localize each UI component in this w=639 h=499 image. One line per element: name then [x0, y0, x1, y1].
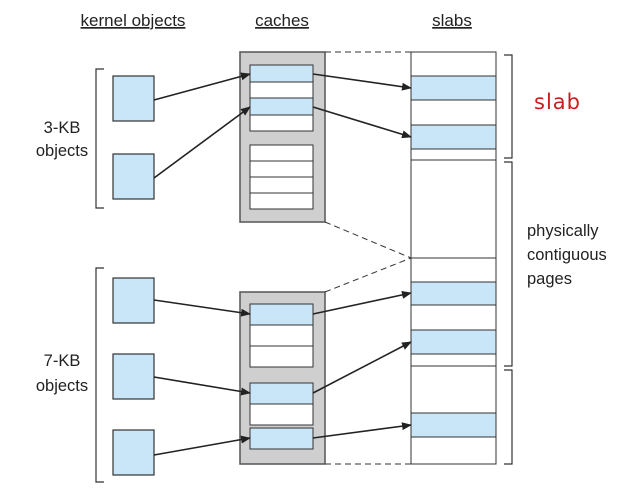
cache-slot: [249, 81, 314, 99]
cache-slot: [249, 64, 314, 83]
cache-slot: [249, 192, 314, 210]
slab-object: [410, 75, 497, 101]
label-pages-line3: pages: [527, 270, 572, 288]
cache-slot: [249, 345, 314, 368]
cache-slot: [249, 403, 314, 426]
cache-slot: [249, 382, 314, 405]
header-caches: caches: [255, 11, 309, 30]
kernel-object-3kb-2: [112, 153, 155, 200]
brace-7kb: [95, 267, 104, 483]
cache-to-slab-arrows: [312, 73, 412, 439]
kernel-object-7kb-3: [112, 429, 155, 476]
cache-slot: [249, 144, 314, 162]
label-pages-line2: contiguous: [527, 246, 607, 264]
page-dividers: [411, 159, 496, 367]
dashed-connectors: [324, 51, 412, 465]
header-slabs: slabs: [432, 11, 472, 30]
kernel-object-3kb-1: [112, 75, 155, 122]
cache-slot: [249, 303, 314, 326]
brace-3kb: [95, 68, 104, 209]
label-pages-line1: physically: [527, 222, 599, 240]
cache-slot: [249, 176, 314, 194]
label-3kb-line1: 3-KB: [44, 119, 81, 137]
cache-slot: [249, 114, 314, 132]
kernel-object-7kb-2: [112, 353, 155, 400]
label-slab: slab: [534, 90, 581, 114]
slab-object: [410, 281, 497, 306]
slab-rows: [410, 75, 497, 438]
object-to-cache-arrows: [153, 72, 251, 456]
kernel-object-7kb-1: [112, 277, 155, 324]
label-7kb-line2: objects: [36, 377, 88, 395]
cache-slot: [249, 160, 314, 178]
brace-pages: [504, 161, 513, 367]
slab-object: [410, 329, 497, 355]
header-kernel-objects: kernel objects: [81, 11, 186, 30]
cache-3kb-slots: [249, 64, 314, 210]
label-3kb-line2: objects: [36, 142, 88, 160]
cache-slot: [249, 427, 314, 450]
slab-object: [410, 412, 497, 438]
cache-slot: [249, 97, 314, 116]
brace-slab-2: [504, 369, 513, 465]
cache-slot: [249, 324, 314, 347]
cache-7kb-slots: [249, 303, 314, 450]
label-7kb-line1: 7-KB: [44, 352, 81, 370]
brace-slab: [504, 54, 513, 159]
slab-object: [410, 124, 497, 150]
